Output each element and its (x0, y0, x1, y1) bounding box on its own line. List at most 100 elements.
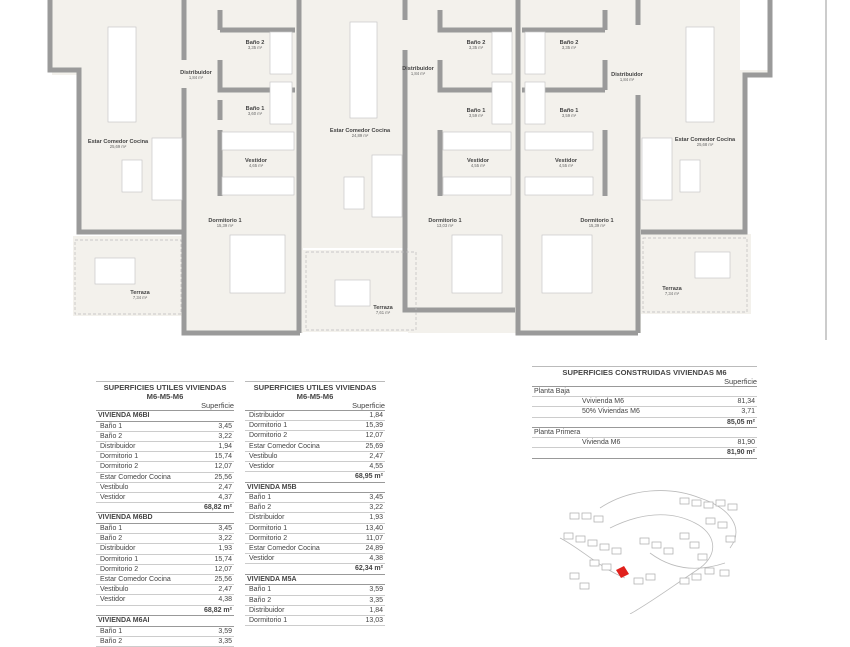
row-value: 1,94 (218, 442, 232, 450)
table-title-line: M6-M5-M6 (296, 392, 334, 401)
row-label: Dormitorio 2 (100, 463, 139, 471)
room-name: Terraza (130, 290, 150, 296)
table-title-line: M6-M5-M6 (146, 392, 184, 401)
row-label: Estar Comedor Cocina (100, 473, 171, 481)
site-building (589, 559, 600, 567)
row-label: Dormitorio 2 (249, 432, 288, 440)
room-area: 24,89 m² (351, 133, 369, 139)
row-value: 81,34 (737, 398, 755, 406)
row-label: Vivienda M6 (582, 439, 621, 447)
room-area: 1,84 m² (619, 77, 635, 83)
table-row: Vestibulo 2,47 (96, 585, 234, 596)
row-label: Vestibulo (100, 586, 129, 594)
group-title: Planta Baja (532, 387, 757, 398)
highlighted-plot (616, 566, 629, 578)
room-name: Vestidor (244, 158, 268, 164)
row-value: 15,39 (365, 422, 383, 430)
site-building (697, 553, 708, 561)
room-name: Vestidor (554, 158, 578, 164)
row-value: 25,69 (365, 442, 383, 450)
row-label: Dormitorio 2 (249, 534, 288, 542)
room-area: 3,35 m² (561, 45, 577, 51)
site-building (581, 512, 592, 520)
room-name: Baño 1 (559, 108, 579, 114)
site-building (611, 547, 622, 555)
table-row: Dormitorio 2 12,07 (245, 431, 385, 442)
room-area: 3,35 m² (468, 45, 484, 51)
row-value: 1,93 (218, 545, 232, 553)
site-building (601, 563, 612, 571)
row-label: Distribuidor (249, 514, 285, 522)
site-building (717, 521, 728, 529)
row-label: Distribuidor (249, 412, 285, 419)
room-name: Estar Comedor Cocina (87, 139, 149, 145)
site-building (715, 499, 726, 507)
row-label: Baño 2 (100, 432, 123, 440)
room-area: 4,55 m² (558, 163, 574, 169)
row-label: Estar Comedor Cocina (249, 545, 320, 553)
row-value: 13,40 (365, 524, 383, 532)
row-value: 11,07 (366, 534, 383, 542)
site-building (679, 577, 690, 585)
row-label: Dormitorio 1 (249, 524, 288, 532)
row-value: 1,84 (369, 412, 383, 419)
row-label: Baño 1 (100, 422, 123, 430)
room-name: Distribuidor (402, 66, 434, 72)
room-area: 7,34 m² (664, 291, 680, 297)
row-value: 13,03 (365, 616, 383, 624)
room-area: 25,68 m² (696, 142, 714, 148)
site-building (719, 569, 730, 577)
row-label: Dormitorio 2 (100, 565, 139, 573)
row-label: Vestidor (249, 555, 275, 563)
room-area: 1,84 m² (410, 71, 426, 77)
room-area: 15,39 m² (216, 223, 234, 229)
site-building (727, 503, 738, 511)
row-label: Baño 2 (249, 504, 272, 512)
site-building (645, 573, 656, 581)
row-label: Baño 2 (249, 596, 272, 604)
row-label: Baño 1 (249, 494, 272, 502)
room-area: 4,55 m² (470, 163, 486, 169)
table-row: Baño 1 3,45 (245, 493, 385, 504)
row-value: 12,07 (214, 463, 232, 471)
section-title: VIVIENDA M5B (245, 483, 385, 494)
row-value: 2,47 (218, 586, 232, 594)
site-building (691, 499, 702, 507)
table-row: Distribuidor 1,84 (245, 411, 385, 422)
row-label: Vestibulo (100, 483, 129, 491)
row-value: 3,45 (218, 525, 232, 533)
room-name: Distribuidor (180, 70, 212, 76)
row-value: 12,07 (365, 432, 383, 440)
room-area: 3,35 m² (247, 45, 263, 51)
room-name: Estar Comedor Cocina (674, 137, 736, 143)
site-building (633, 577, 644, 585)
site-location-map (559, 490, 738, 614)
row-value: 3,45 (369, 494, 383, 502)
row-label: Vvivienda M6 (582, 398, 625, 406)
row-value: 4,55 (369, 462, 383, 470)
row-value: 2,47 (369, 452, 383, 460)
row-label: 50% Viviendas M6 (582, 408, 640, 416)
room-area: 1,84 m² (188, 75, 204, 81)
site-building (703, 501, 714, 509)
